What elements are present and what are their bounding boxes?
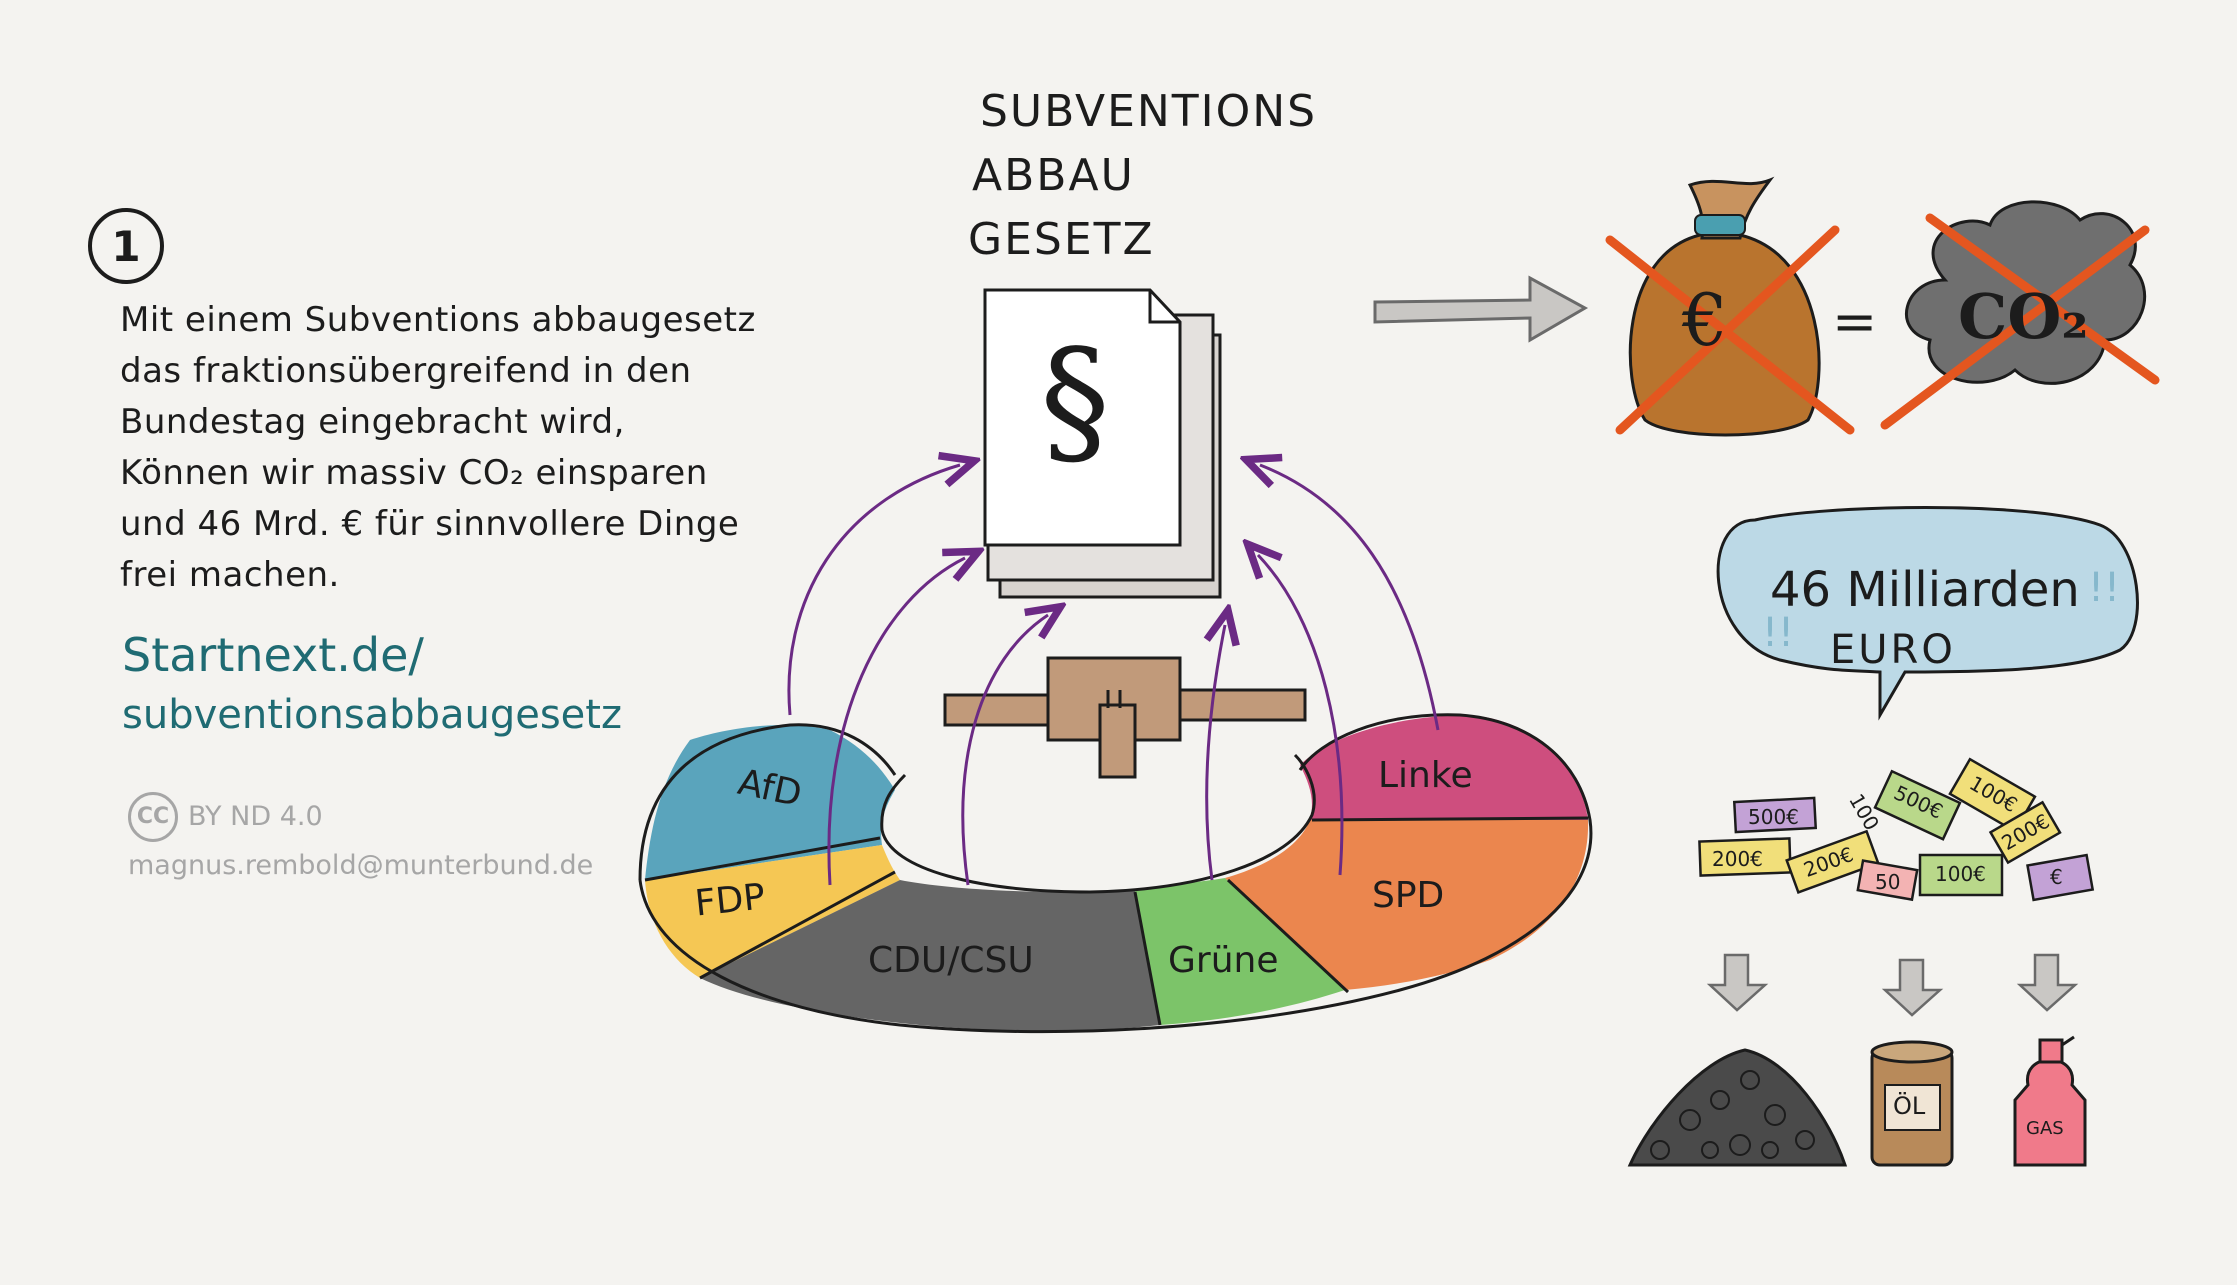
- parliament-ring: [638, 713, 1593, 1034]
- intro-line: Mit einem Subventions abbaugesetz: [120, 300, 756, 340]
- label-fdp: FDP: [693, 876, 768, 925]
- license-terms: BY ND 4.0: [188, 801, 323, 832]
- paragraph-icon: §: [1040, 320, 1110, 483]
- segment-afd: [645, 724, 895, 880]
- intro-line: und 46 Mrd. € für sinnvollere Dinge: [120, 504, 740, 544]
- oil-barrel: [1870, 1040, 1954, 1167]
- intro-line: Bundestag eingebracht wird,: [120, 402, 625, 442]
- intro-line: Können wir massiv CO₂ einsparen: [120, 453, 708, 493]
- step-number-badge: 1: [88, 208, 164, 284]
- intro-line: das fraktionsübergreifend in den: [120, 351, 692, 391]
- bill-label: €: [2050, 865, 2063, 889]
- label-spd: SPD: [1372, 875, 1445, 916]
- label-linke: Linke: [1378, 755, 1473, 796]
- link-line-2[interactable]: subventionsabbaugesetz: [122, 692, 622, 738]
- equals-sign: =: [1832, 290, 1878, 353]
- segment-cdu: [700, 880, 1160, 1031]
- bill-label: 50: [1875, 870, 1901, 894]
- label-gruene: Grüne: [1168, 940, 1279, 981]
- license-block: CC BY ND 4.0 magnus.rembold@munterbund.d…: [128, 792, 593, 890]
- law-title-line: GESETZ: [968, 214, 1155, 265]
- down-arrows: [1706, 953, 2079, 1017]
- podium: [943, 656, 1307, 779]
- euro-icon: €: [1682, 278, 1728, 362]
- campaign-link[interactable]: Startnext.de/ subventionsabbaugesetz: [122, 625, 622, 745]
- exclamation-marks: !!: [1762, 610, 1795, 656]
- law-title-line: ABBAU: [972, 150, 1135, 201]
- bill-label: 500€: [1748, 805, 1799, 829]
- bubble-line-2: EURO: [1830, 627, 1956, 673]
- author-email: magnus.rembold@munterbund.de: [128, 850, 594, 881]
- exclamation-marks: !!: [2088, 565, 2121, 611]
- link-line-1[interactable]: Startnext.de/: [122, 628, 424, 682]
- vote-arrows: [787, 465, 1440, 886]
- gas-label: GAS: [2026, 1118, 2064, 1139]
- coal-pile: [1627, 1048, 1848, 1167]
- law-title-line: SUBVENTIONS: [980, 86, 1318, 137]
- money-pile: [1698, 757, 2095, 902]
- bill-label: 200€: [1712, 847, 1763, 871]
- segment-fdp: [645, 845, 900, 978]
- segment-spd: [1225, 820, 1589, 990]
- law-title: SUBVENTIONS ABBAU GESETZ: [968, 80, 1318, 272]
- cc-icon: CC: [128, 792, 178, 842]
- gas-bottle: [2013, 1035, 2087, 1167]
- oil-label: ÖL: [1893, 1092, 1926, 1120]
- grey-arrow: [1373, 275, 1589, 343]
- segment-linke: [1300, 715, 1588, 820]
- co2-cloud: [1880, 200, 2160, 430]
- money-bag: [1605, 176, 1855, 437]
- intro-text: Mit einem Subventions abbaugesetz das fr…: [120, 295, 780, 601]
- co2-label: CO₂: [1958, 280, 2089, 353]
- label-cdu: CDU/CSU: [868, 940, 1034, 981]
- speech-bubble: [1716, 506, 2139, 721]
- bubble-line-1: 46 Milliarden: [1770, 562, 2080, 618]
- segment-gruene: [1135, 878, 1345, 1025]
- bill-label: 100€: [1935, 862, 1986, 886]
- law-document: [983, 288, 1222, 599]
- intro-line: frei machen.: [120, 555, 340, 595]
- bubble-text: 46 Milliarden EURO: [1770, 560, 2080, 680]
